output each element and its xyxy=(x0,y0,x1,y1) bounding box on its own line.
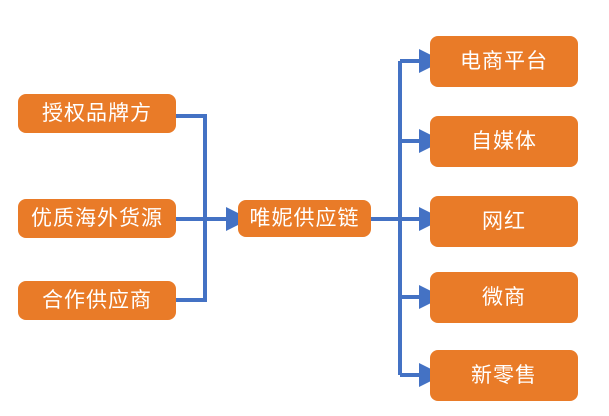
node-output-2-label: 自媒体 xyxy=(471,129,537,153)
node-hub-label: 唯妮供应链 xyxy=(249,206,360,230)
node-hub[interactable]: 唯妮供应链 xyxy=(238,200,371,237)
node-input-2[interactable]: 优质海外货源 xyxy=(18,199,176,238)
node-input-1-label: 授权品牌方 xyxy=(42,101,152,125)
node-output-4[interactable]: 微商 xyxy=(430,272,578,323)
node-input-3[interactable]: 合作供应商 xyxy=(18,281,176,320)
node-output-5-label: 新零售 xyxy=(471,363,537,387)
node-output-3-label: 网红 xyxy=(482,209,526,233)
node-input-2-label: 优质海外货源 xyxy=(31,206,163,230)
node-input-3-label: 合作供应商 xyxy=(42,288,152,312)
connector-input-1 xyxy=(176,114,207,219)
node-output-4-label: 微商 xyxy=(482,285,526,309)
node-output-1[interactable]: 电商平台 xyxy=(430,36,578,87)
node-input-1[interactable]: 授权品牌方 xyxy=(18,94,176,133)
node-output-2[interactable]: 自媒体 xyxy=(430,116,578,167)
node-output-3[interactable]: 网红 xyxy=(430,196,578,247)
node-output-1-label: 电商平台 xyxy=(460,49,548,73)
connector-input-3 xyxy=(176,219,207,302)
node-output-5[interactable]: 新零售 xyxy=(430,350,578,401)
